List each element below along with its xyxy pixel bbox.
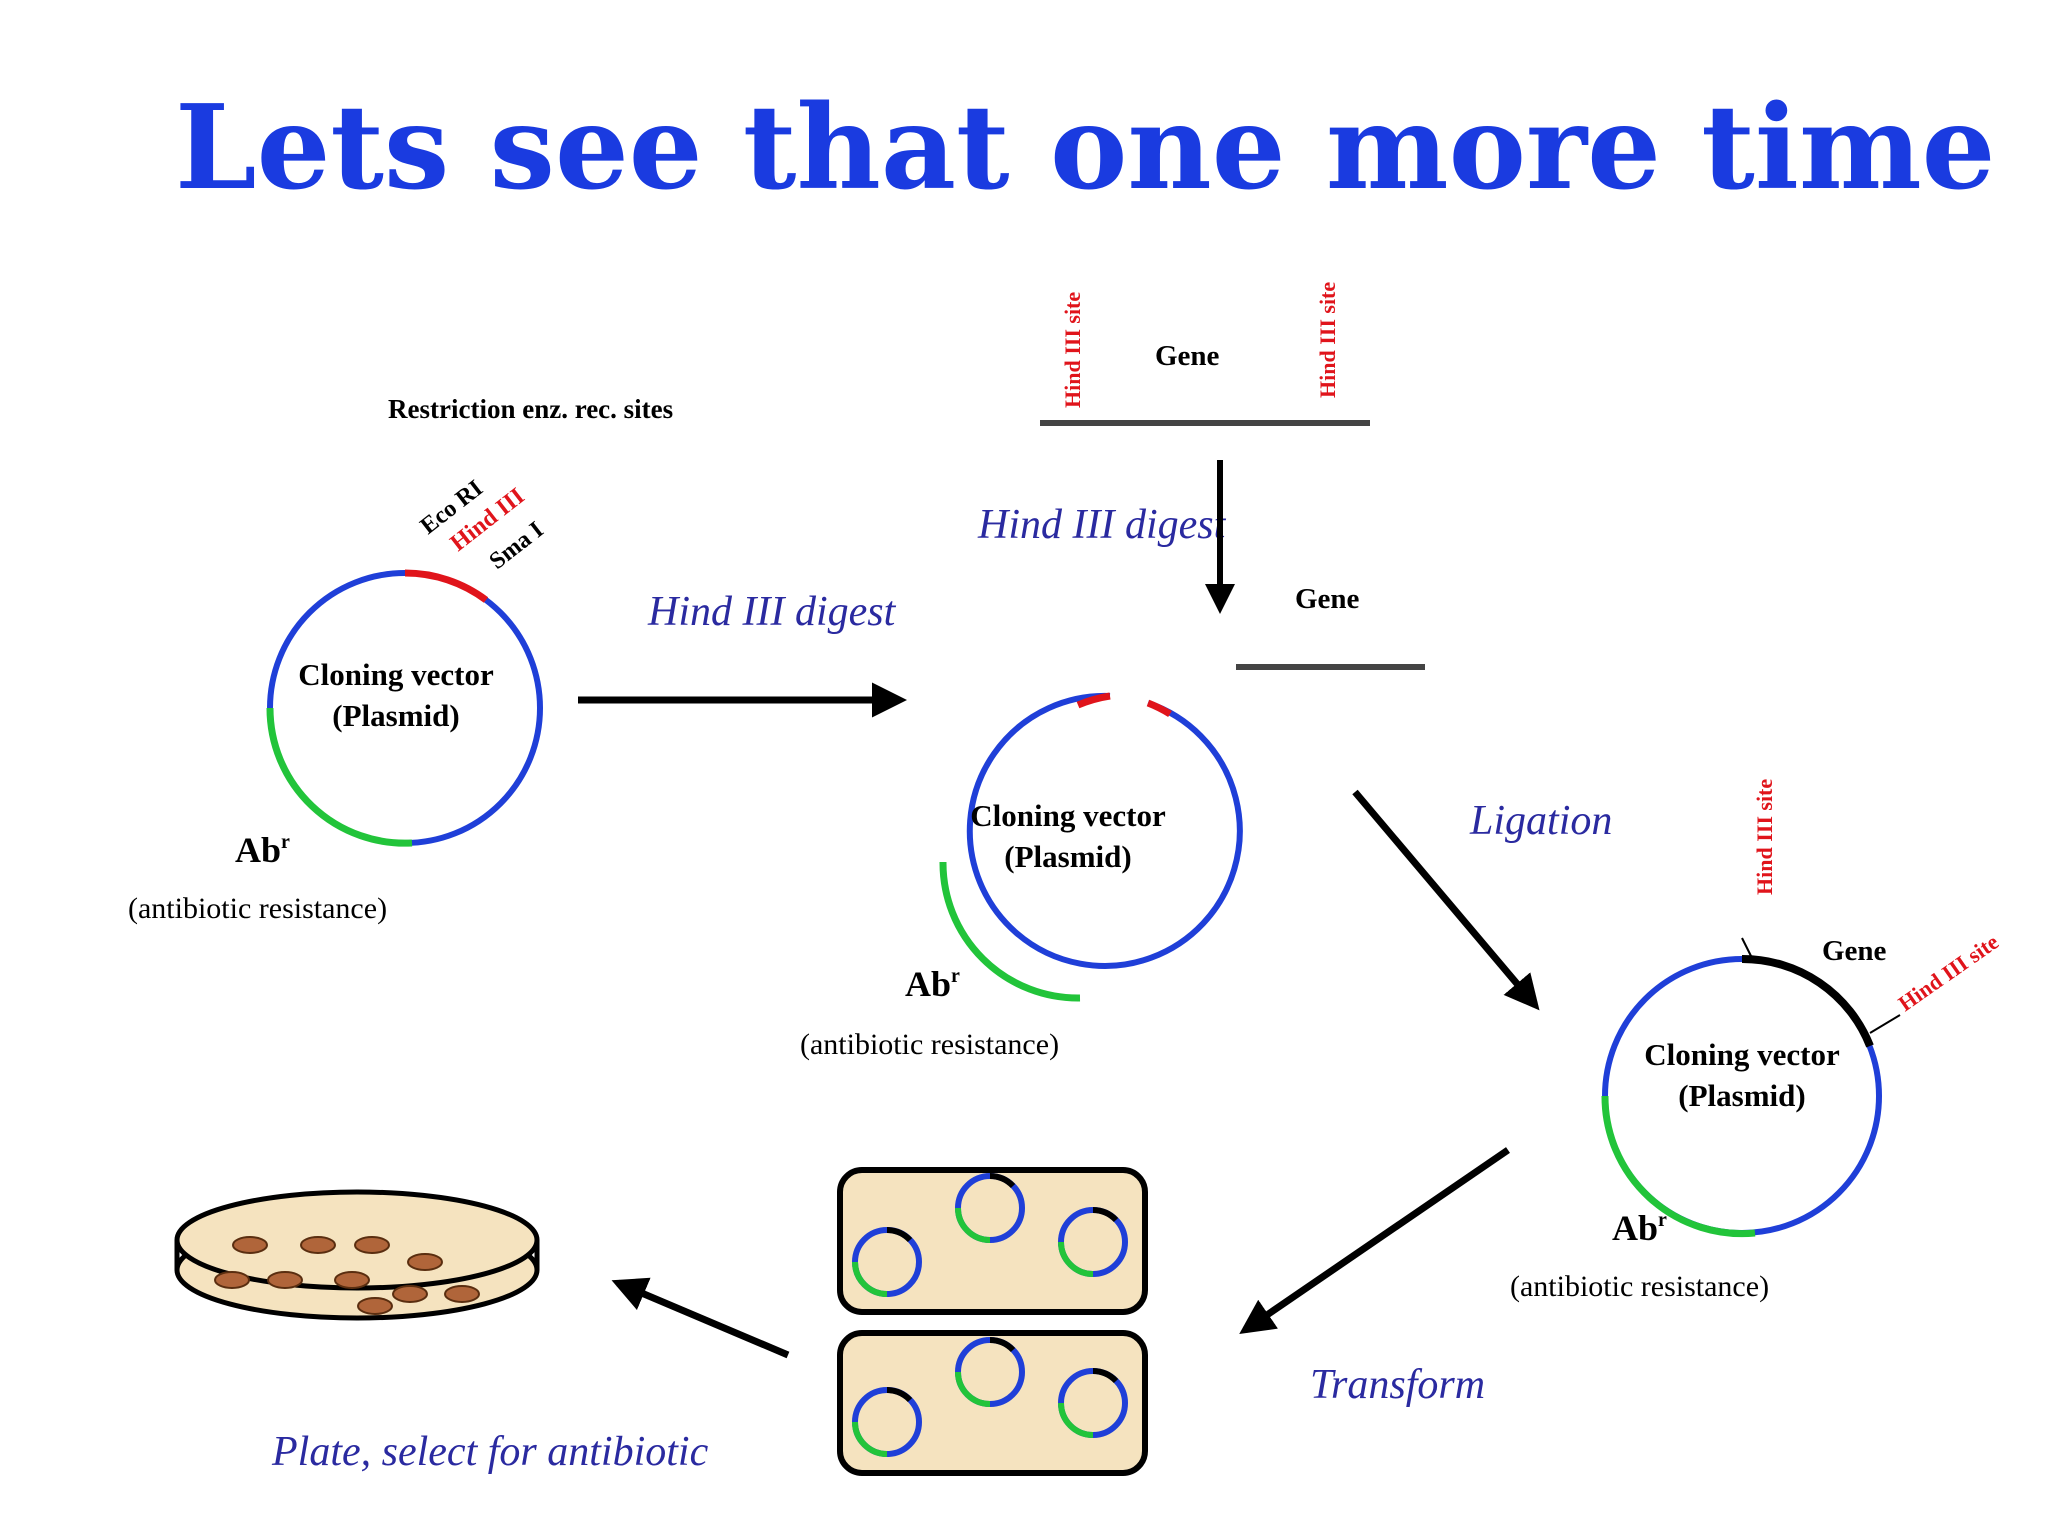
- petri-dish: [174, 1189, 540, 1321]
- site-leader-right: [1869, 1014, 1901, 1034]
- plasmid-cut-ring: [966, 692, 1243, 969]
- abr-label-3: Abr: [1612, 1208, 1667, 1248]
- inserted-gene-segment: [1741, 954, 1874, 1048]
- abr-label: Abr: [235, 830, 290, 870]
- bacterial-cell-2: [837, 1330, 1148, 1476]
- plasmid-mini: [852, 1227, 922, 1297]
- plasmid-cut: Cloning vector (Plasmid) Abr (antibiotic…: [800, 692, 1243, 1061]
- arrow-plate: [611, 1277, 790, 1359]
- gene-label-cut: Gene: [1295, 583, 1360, 615]
- plasmid-label-3: (Plasmid): [1678, 1078, 1805, 1113]
- gene-fragment-source: Gene Hind III site Hind III site: [1040, 282, 1370, 426]
- hind-iii-site-right: Hind III site: [1315, 282, 1340, 398]
- step-ligation: Ligation: [1469, 798, 1612, 844]
- site-leader-top: [1741, 937, 1753, 959]
- antibiotic-resistance-label-2: (antibiotic resistance): [800, 1028, 1059, 1061]
- plasmid-mini: [955, 1173, 1025, 1243]
- hind-iii-site-left: Hind III site: [1060, 292, 1085, 408]
- antibiotic-resistance-label: (antibiotic resistance): [128, 892, 387, 925]
- gene-fragment-cut: Gene: [1236, 583, 1425, 670]
- colonies: [214, 1236, 480, 1315]
- plasmid-recombinant: Hind III site Hind III site Gene Cloning…: [1510, 779, 2003, 1303]
- step-transform: Transform: [1310, 1362, 1485, 1408]
- arrow-transform: [1239, 1147, 1510, 1334]
- plasmid-mini: [1058, 1207, 1128, 1277]
- abr-label-2: Abr: [905, 964, 960, 1004]
- cloning-vector-label-2: Cloning vector: [970, 798, 1166, 833]
- step-hind-digest-2: Hind III digest: [977, 502, 1227, 548]
- resistance-gene-segment: [266, 707, 413, 847]
- resistance-gene-segment-3: [1601, 1095, 1756, 1238]
- plasmid-label-2: (Plasmid): [1004, 839, 1131, 874]
- step-hind-digest-1: Hind III digest: [647, 589, 897, 635]
- gene-label-3: Gene: [1822, 935, 1887, 967]
- sticky-end-left: [1076, 692, 1111, 709]
- hind-iii-site-top-3: Hind III site: [1752, 779, 1777, 895]
- gene-label-top: Gene: [1155, 340, 1220, 372]
- cloning-vector-label-3: Cloning vector: [1644, 1037, 1840, 1072]
- arrow-ligation: [1352, 789, 1540, 1011]
- sticky-end-right: [1146, 699, 1172, 718]
- plasmid-mini: [1058, 1368, 1128, 1438]
- plasmid-label: (Plasmid): [332, 698, 459, 733]
- plasmid-intact: Cloning vector (Plasmid) Eco RI Hind III…: [128, 475, 549, 925]
- plasmid-mini: [955, 1337, 1025, 1407]
- cloning-vector-label: Cloning vector: [298, 657, 494, 692]
- restriction-sites-heading: Restriction enz. rec. sites: [388, 394, 673, 424]
- antibiotic-resistance-label-3: (antibiotic resistance): [1510, 1270, 1769, 1303]
- bacterial-cell-1: [837, 1167, 1148, 1315]
- step-plate-select: Plate, select for antibiotic: [271, 1429, 709, 1475]
- hind-iii-site-right-3: Hind III site: [1894, 929, 2004, 1016]
- hind-iii-site-segment: [404, 569, 489, 603]
- page-title: Lets see that one more time: [175, 80, 1996, 216]
- plasmid-mini: [852, 1387, 922, 1457]
- resistance-gene-segment-2: [939, 861, 1081, 1002]
